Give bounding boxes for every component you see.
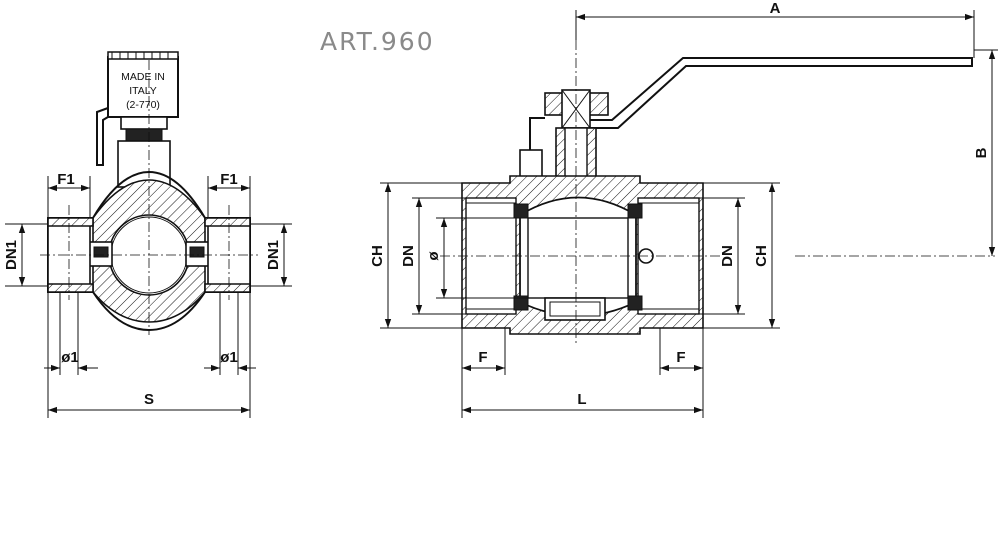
dim-f1-left: F1	[57, 171, 75, 188]
tag-line-1: MADE IN	[121, 71, 165, 83]
dim-f1-right: F1	[220, 171, 238, 188]
dim-ch-left: CH	[369, 245, 386, 267]
tag-line-3: (2-770)	[126, 99, 160, 111]
dim-dn1-left: DN1	[3, 240, 20, 270]
dim-f-right: F	[676, 349, 685, 366]
made-in-tag	[107, 56, 179, 118]
dim-phi-bore: ø	[425, 251, 442, 261]
dim-dn1-right: DN1	[265, 240, 282, 270]
dim-l: L	[577, 391, 586, 408]
dim-dn-left: DN	[400, 245, 417, 267]
end-view: MADE IN ITALY (2-770)	[3, 51, 292, 418]
dim-s: S	[144, 391, 154, 408]
dim-a: A	[770, 0, 781, 17]
dim-phi1-left: ø1	[61, 349, 79, 366]
dim-phi1-right: ø1	[220, 349, 238, 366]
tag-line-2: ITALY	[129, 85, 157, 97]
section-view: CH DN ø DN CH F F L	[369, 0, 998, 418]
dim-ch-right: CH	[753, 245, 770, 267]
dim-f-left: F	[478, 349, 487, 366]
dim-dn-right: DN	[719, 245, 736, 267]
article-title: ART.960	[320, 27, 435, 56]
dim-b: B	[973, 147, 990, 158]
